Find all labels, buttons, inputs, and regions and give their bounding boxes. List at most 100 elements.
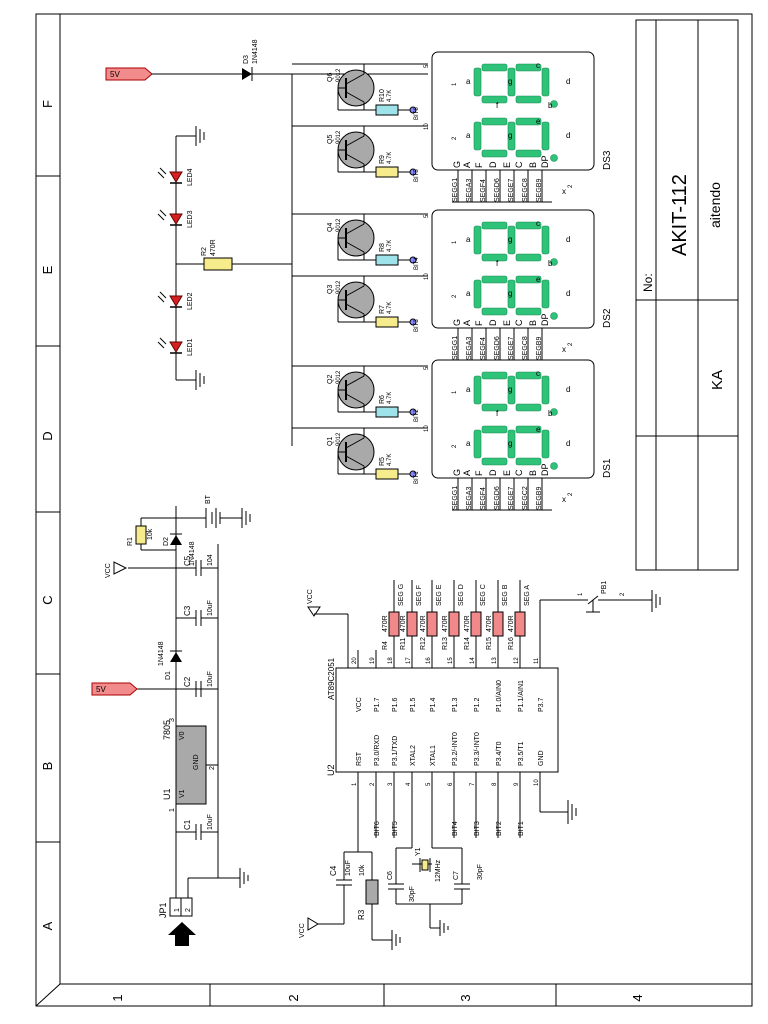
segment-resistor xyxy=(426,611,438,637)
resistor-ref: R12 xyxy=(420,637,427,650)
mcu-pin-label: P1.1/AIN1 xyxy=(518,680,525,712)
c4-value: 10uF xyxy=(345,860,352,876)
segment-resistor xyxy=(448,611,460,637)
segment xyxy=(507,121,516,151)
display-pin-letter: DP xyxy=(540,463,550,476)
r2-label: R2 xyxy=(201,247,208,256)
display-pin-letter: DP xyxy=(540,155,550,168)
bit-net-label: BIT5 xyxy=(392,821,399,836)
segment-letter: g xyxy=(508,235,512,244)
mcu-pin-number: 14 xyxy=(470,657,476,664)
decimal-point xyxy=(550,312,558,320)
segment xyxy=(481,307,508,316)
segment-net: SEGF4 xyxy=(480,179,487,202)
decimal-point xyxy=(550,154,558,162)
display-pin-letter: B xyxy=(528,470,538,476)
display-pin-letter: F xyxy=(474,470,484,476)
segment xyxy=(507,375,516,405)
display-pin-letter: B xyxy=(528,320,538,326)
col-label: 1 xyxy=(110,994,125,1001)
segment xyxy=(515,425,542,434)
bt-label: BT xyxy=(205,494,212,504)
segment-letter: b xyxy=(548,259,553,268)
segment xyxy=(507,279,516,309)
resistor-ref: R13 xyxy=(442,637,449,650)
bit-net-label: BIT2 xyxy=(496,821,503,836)
u2-part: AT89C2051 xyxy=(327,657,336,700)
mcu-pin-number: 3 xyxy=(388,782,394,786)
segment-letter: f xyxy=(496,259,499,268)
led-body xyxy=(169,295,183,307)
segment xyxy=(473,429,482,459)
segment-net: SEGD6 xyxy=(494,178,501,202)
segment-letter: e xyxy=(536,275,541,284)
display-pin-letter: G xyxy=(452,161,462,168)
mcu-pin-number: 1 xyxy=(352,782,358,786)
pnp-transistor-icon xyxy=(292,213,428,266)
resistor-ref: R4 xyxy=(382,641,389,650)
u1-pin-num: 2 xyxy=(209,766,216,770)
base-resistor xyxy=(375,104,399,116)
segment-letter: g xyxy=(508,439,512,448)
mcu-u2: U2 AT89C2051 1RST2P3.0/RXD3P3.1/TXD4XTAL… xyxy=(307,581,661,838)
led-label: LED4 xyxy=(187,168,194,186)
pb1-pin: 1 xyxy=(578,592,584,596)
transistor-part: 9012 xyxy=(336,218,342,232)
display-pin-letter: C xyxy=(514,161,524,168)
transistor-ref: Q1 xyxy=(327,437,334,446)
wire xyxy=(345,73,365,85)
pin-number: 10 xyxy=(424,123,430,130)
u1-pin-num: 1 xyxy=(169,808,176,812)
wire xyxy=(345,375,365,387)
segment xyxy=(515,253,542,262)
segment-net-label: SEG A xyxy=(524,585,531,606)
d3-label: D3 xyxy=(243,55,250,64)
ground-icon xyxy=(391,930,401,950)
u1-pin-v1: V1 xyxy=(179,789,186,798)
segment xyxy=(473,375,482,405)
display-pin-letter: E xyxy=(502,162,512,168)
transistor-part: 9012 xyxy=(336,68,342,82)
segment xyxy=(507,67,516,97)
row-label: F xyxy=(40,100,55,108)
led-icon xyxy=(157,291,183,308)
u1-label: U1 xyxy=(162,788,172,800)
mcu-pin-number: 19 xyxy=(370,657,376,664)
led-icon xyxy=(157,337,183,354)
segment xyxy=(507,429,516,459)
base-resistor-ref: R8 xyxy=(379,243,386,252)
pin-number: 5 xyxy=(424,366,430,370)
bit-net-label: BIT4 xyxy=(452,821,459,836)
display-package xyxy=(431,51,595,171)
wire xyxy=(345,303,365,315)
transistor-ref: Q3 xyxy=(327,285,334,294)
r1-value: 10k xyxy=(147,528,154,540)
sheet-frame xyxy=(35,13,753,1007)
vcc-icon xyxy=(307,606,321,617)
title-code: KA xyxy=(709,370,726,390)
col-label: 4 xyxy=(630,994,645,1001)
mcu-pin-number: 5 xyxy=(426,782,432,786)
d1-value: 1N4148 xyxy=(158,641,165,666)
segment xyxy=(515,371,542,380)
segment-net: SEGD6 xyxy=(494,486,501,510)
company-name: aitendo xyxy=(707,182,723,228)
segment-resistor xyxy=(406,611,418,637)
u1-pin-num: 3 xyxy=(169,718,176,722)
mcu-pin-number: 17 xyxy=(406,657,412,664)
resistor-value: 470R xyxy=(464,615,471,632)
mcu-pin-number: 6 xyxy=(448,782,454,786)
wire xyxy=(159,337,167,345)
segment xyxy=(515,403,542,412)
digit-number: 2 xyxy=(452,294,458,298)
c5-label: C5 xyxy=(183,555,192,566)
transistor-ref: Q4 xyxy=(327,223,334,232)
vcc-icon xyxy=(307,917,319,931)
wire xyxy=(345,455,365,467)
base-resistor xyxy=(375,406,399,418)
segment-letter: d xyxy=(566,385,570,394)
segment xyxy=(481,63,508,72)
display-pin-letter: E xyxy=(502,470,512,476)
